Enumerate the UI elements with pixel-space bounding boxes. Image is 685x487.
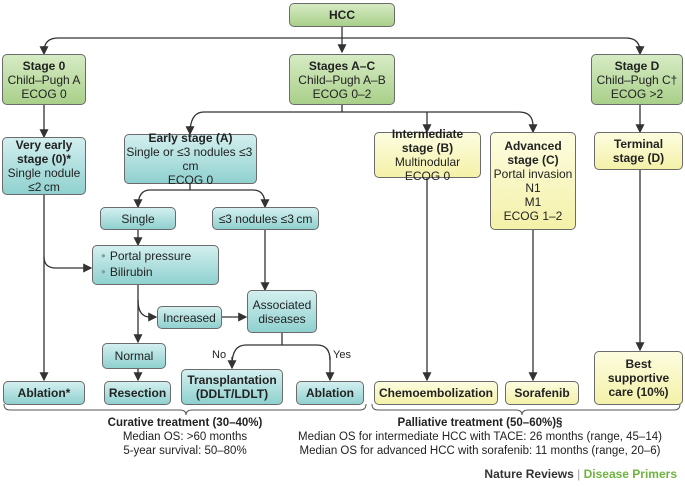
yes-label: Yes: [333, 349, 351, 361]
early-stage-nodules: Single or ≤3 nodules ≤3 cm: [126, 145, 255, 173]
palliative-footer: Palliative treatment (50–60%)§ Median OS…: [280, 416, 680, 458]
stage-0-box: Stage 0 Child–Pugh A ECOG 0: [2, 54, 86, 105]
intermediate-stage-box: Intermediate stage (B) Multinodular ECOG…: [374, 127, 481, 183]
early-stage-ecog: ECOG 0: [167, 173, 214, 187]
advanced-n1: N1: [525, 181, 541, 195]
curative-footer: Curative treatment (30–40%) Median OS: >…: [60, 416, 310, 458]
transplantation-label: Transplantation: [187, 373, 277, 387]
resection-label: Resection: [108, 386, 167, 400]
bsc-label-1: Best: [625, 357, 652, 371]
advanced-title-2: stage (C): [507, 153, 559, 167]
journal-credit: Nature Reviews | Disease Primers: [484, 467, 677, 481]
journal-name: Disease Primers: [583, 467, 677, 481]
no-label: No: [212, 349, 227, 361]
ablation-star-box: Ablation*: [3, 381, 85, 405]
portal-pressure-box: Portal pressure Bilirubin: [92, 245, 219, 285]
stages-a-c-child-pugh: Child–Pugh A–B: [298, 72, 386, 87]
very-early-size: ≤2 cm: [28, 180, 60, 194]
intermediate-title-2: stage (B): [401, 141, 454, 155]
credit-separator: |: [573, 467, 584, 481]
transplantation-type-label: (DDLT/LDLT): [195, 387, 269, 401]
stage-0-title: Stage 0: [22, 58, 66, 73]
stage-d-box: Stage D Child–Pugh C† ECOG >2: [591, 54, 683, 105]
early-stage-title: Early stage (A): [148, 131, 233, 145]
transplantation-box: Transplantation (DDLT/LDLT): [181, 369, 283, 405]
sorafenib-box: Sorafenib: [505, 381, 579, 405]
normal-box: Normal: [102, 343, 166, 369]
bsc-label-2: supportive: [607, 371, 670, 385]
curative-heading: Curative treatment (30–40%): [107, 417, 263, 429]
bsc-label-3: care (10%): [608, 385, 669, 399]
stages-a-c-title: Stages A–C: [308, 58, 376, 73]
associated-diseases-box: Associated diseases: [247, 290, 317, 333]
stage-d-ecog: ECOG >2: [610, 86, 664, 101]
advanced-portal-invasion: Portal invasion: [493, 167, 573, 181]
palliative-sorafenib-os: Median OS for advanced HCC with sorafeni…: [299, 445, 661, 457]
single-box: Single: [100, 207, 176, 230]
very-early-stage-box: Very early stage (0)* Single nodule ≤2 c…: [2, 137, 86, 195]
three-nodules-label: ≤3 nodules ≤3 cm: [218, 211, 313, 226]
advanced-title-1: Advanced: [504, 139, 562, 153]
terminal-title-1: Terminal: [613, 137, 664, 151]
diseases-label: diseases: [258, 311, 306, 326]
ablation-star-label: Ablation*: [17, 386, 71, 400]
curative-median-os: Median OS: >60 months: [122, 431, 248, 443]
chemoembolization-label: Chemoembolization: [378, 386, 493, 400]
very-early-title-1: Very early: [15, 138, 73, 152]
associated-label: Associated: [252, 297, 312, 312]
intermediate-ecog: ECOG 0: [404, 169, 451, 183]
very-early-title-2: stage (0)*: [16, 152, 72, 166]
increased-label: Increased: [163, 310, 216, 325]
increased-box: Increased: [157, 306, 222, 329]
terminal-stage-box: Terminal stage (D): [594, 132, 683, 170]
advanced-ecog: ECOG 1–2: [503, 209, 563, 223]
stage-d-title: Stage D: [614, 58, 660, 73]
stage-0-ecog: ECOG 0: [21, 86, 67, 101]
curative-brace: [3, 403, 367, 416]
palliative-heading: Palliative treatment (50–60%)§: [397, 417, 563, 429]
curative-5yr-survival: 5-year survival: 50–80%: [123, 445, 247, 457]
normal-label: Normal: [114, 349, 154, 363]
advanced-stage-box: Advanced stage (C) Portal invasion N1 M1…: [490, 132, 576, 230]
stages-a-c-ecog: ECOG 0–2: [312, 86, 372, 101]
chemoembolization-box: Chemoembolization: [374, 381, 498, 405]
terminal-title-2: stage (D): [612, 151, 665, 165]
bilirubin-label: Bilirubin: [101, 265, 153, 281]
palliative-brace: [371, 403, 681, 416]
single-label: Single: [121, 211, 155, 226]
ablation-box: Ablation: [296, 381, 364, 405]
resection-box: Resection: [104, 381, 171, 405]
stage-d-child-pugh: Child–Pugh C†: [596, 72, 678, 87]
ablation-label: Ablation: [306, 386, 354, 400]
advanced-m1: M1: [524, 195, 542, 209]
stages-a-c-box: Stages A–C Child–Pugh A–B ECOG 0–2: [289, 54, 395, 105]
intermediate-multinodular: Multinodular: [394, 155, 461, 169]
publisher-name: Nature Reviews: [484, 467, 574, 481]
portal-pressure-label: Portal pressure: [101, 249, 191, 265]
sorafenib-label: Sorafenib: [514, 386, 570, 400]
best-supportive-care-box: Best supportive care (10%): [594, 351, 683, 405]
hcc-root-box: HCC: [289, 3, 395, 27]
stage-0-child-pugh: Child–Pugh A: [7, 72, 81, 87]
very-early-nodule: Single nodule: [7, 166, 81, 180]
palliative-tace-os: Median OS for intermediate HCC with TACE…: [298, 431, 662, 443]
hcc-title: HCC: [329, 8, 355, 22]
early-stage-box: Early stage (A) Single or ≤3 nodules ≤3 …: [124, 131, 257, 187]
three-nodules-box: ≤3 nodules ≤3 cm: [212, 207, 319, 230]
intermediate-title-1: Intermediate: [391, 127, 464, 141]
